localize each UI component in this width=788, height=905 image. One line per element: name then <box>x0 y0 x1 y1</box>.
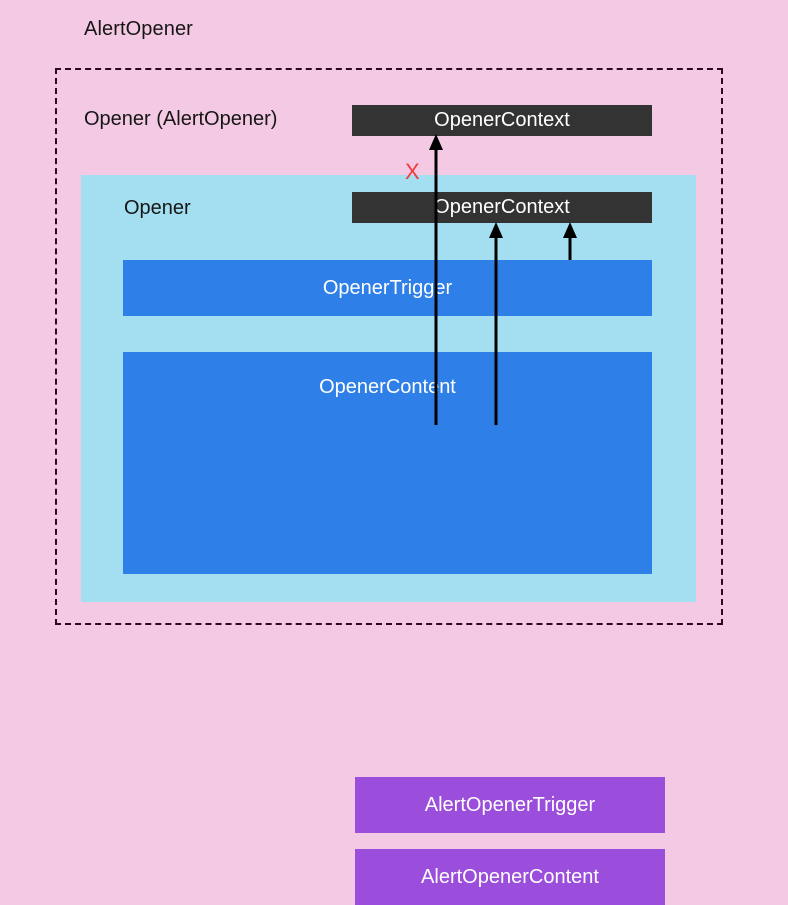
alert-opener-trigger-box: AlertOpenerTrigger <box>355 777 665 833</box>
alert-opener-trigger-label: AlertOpenerTrigger <box>424 793 596 816</box>
opener-alertopener-label: Opener (AlertOpener) <box>84 108 278 130</box>
opener-content-label: OpenerContent <box>319 376 456 398</box>
outer-opener-context-label: OpenerContext <box>434 109 570 131</box>
blocked-x-icon: X <box>405 159 420 184</box>
diagram-canvas: AlertOpener Opener (AlertOpener) OpenerC… <box>55 18 723 905</box>
inner-opener-context-box: OpenerContext <box>352 192 652 223</box>
alert-opener-content-box: AlertOpenerContent <box>355 849 665 905</box>
opener-label: Opener <box>124 197 191 219</box>
inner-opener-context-label: OpenerContext <box>434 196 570 218</box>
outer-opener-context-box: OpenerContext <box>352 105 652 136</box>
opener-content-box: OpenerContent AlertOpenerTrigger AlertOp… <box>123 352 665 905</box>
opener-trigger-box: OpenerTrigger <box>123 260 652 316</box>
opener-trigger-label: OpenerTrigger <box>322 276 453 299</box>
alert-opener-boundary <box>55 68 723 625</box>
diagram-title: AlertOpener <box>84 18 193 40</box>
alert-opener-content-label: AlertOpenerContent <box>421 865 599 888</box>
